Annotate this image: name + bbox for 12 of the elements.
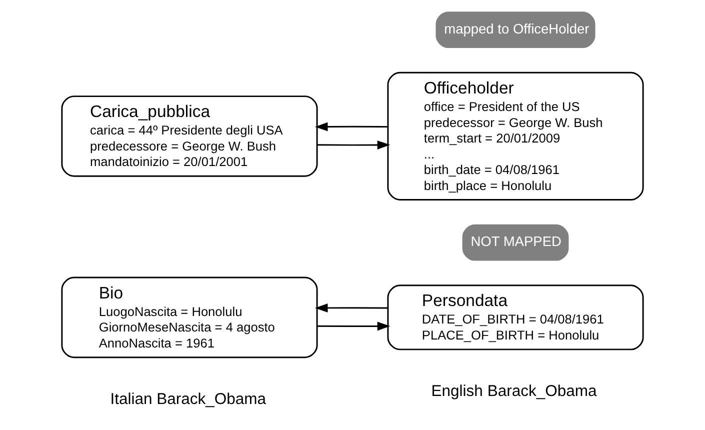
label: Italian Barack_Obama [110,390,266,408]
node-box: Persondata DATE_OF_BIRTH = 04/08/1961 PLACE_OF_BIRTH = Honolulu [387,284,644,350]
arrow [314,122,388,132]
node-box: Carica_pubblica carica = 44º Presidente degli USA predecessore = George W. Bush mandatoinizio = 20/01/2001 [61,96,318,177]
arrow [317,322,390,331]
arrow [317,140,390,150]
label: English Barack_Obama [431,383,597,400]
arrow [314,303,388,312]
node-label: mapped to OfficeHolder [444,21,590,36]
node-box: Officeholder office = President of the US predecessor = George W. Bush term_start = 20/01/2009 ... birth_date = 04/08/1961 birth_place = Honolulu [387,72,644,200]
node-label: NOT MAPPED [470,234,562,250]
node-box: Bio LuogoNascita = Honolulu GiornoMeseNascita = 4 agosto AnnoNascita = 1961 [61,276,318,358]
